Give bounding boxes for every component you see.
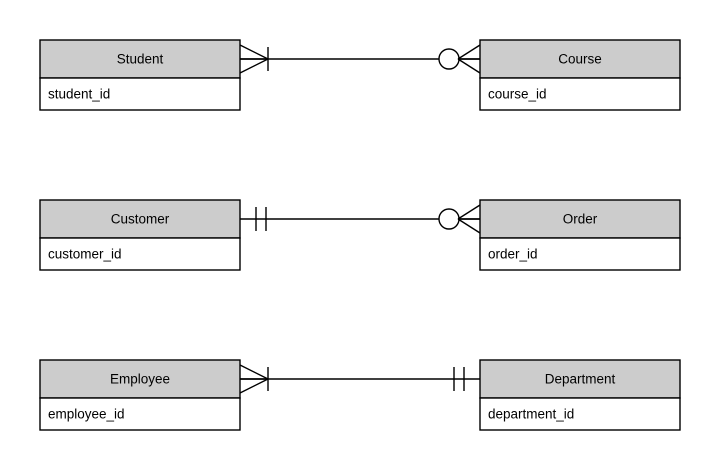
entity-employee-name: Employee xyxy=(110,372,170,387)
entity-department-name: Department xyxy=(545,372,616,387)
entity-employee-attribute: employee_id xyxy=(48,407,125,422)
entity-student-name: Student xyxy=(117,52,164,67)
entity-student-attribute: student_id xyxy=(48,87,110,102)
cardinality-department-exactly-one xyxy=(453,367,465,391)
entity-course[interactable]: Course course_id xyxy=(479,39,681,111)
entity-order-body xyxy=(479,237,681,271)
entity-order-attribute: order_id xyxy=(488,247,538,262)
cardinality-customer-exactly-one xyxy=(255,207,267,231)
entity-customer-name: Customer xyxy=(111,212,170,227)
entity-department-body xyxy=(479,397,681,431)
entity-employee-header xyxy=(39,359,241,399)
entity-department[interactable]: Department department_id xyxy=(479,359,681,431)
entity-course-name: Course xyxy=(558,52,602,67)
entity-order-header xyxy=(479,199,681,239)
cardinality-order-zero-or-many xyxy=(438,204,481,234)
entity-student[interactable]: Student student_id xyxy=(39,39,241,111)
entity-employee-body xyxy=(39,397,241,431)
entity-order-name: Order xyxy=(563,212,598,227)
relationship-employee-department: Employee employee_id Department departme… xyxy=(39,359,681,431)
entity-customer-header xyxy=(39,199,241,239)
relationship-student-course: Student student_id Course course_id xyxy=(39,39,681,111)
entity-order[interactable]: Order order_id xyxy=(479,199,681,271)
entity-department-header xyxy=(479,359,681,399)
entity-student-body xyxy=(39,77,241,111)
entity-course-attribute: course_id xyxy=(488,87,547,102)
cardinality-employee-one-or-many xyxy=(239,364,269,394)
entity-employee[interactable]: Employee employee_id xyxy=(39,359,241,431)
relationship-customer-order: Customer customer_id Order order_id xyxy=(39,199,681,271)
cardinality-student-one-or-many xyxy=(239,44,269,74)
entity-course-header xyxy=(479,39,681,79)
entity-customer-attribute: customer_id xyxy=(48,247,122,262)
entity-department-attribute: department_id xyxy=(488,407,574,422)
entity-customer-body xyxy=(39,237,241,271)
entity-customer[interactable]: Customer customer_id xyxy=(39,199,241,271)
entity-student-header xyxy=(39,39,241,79)
entity-course-body xyxy=(479,77,681,111)
cardinality-course-zero-or-many xyxy=(438,44,481,74)
